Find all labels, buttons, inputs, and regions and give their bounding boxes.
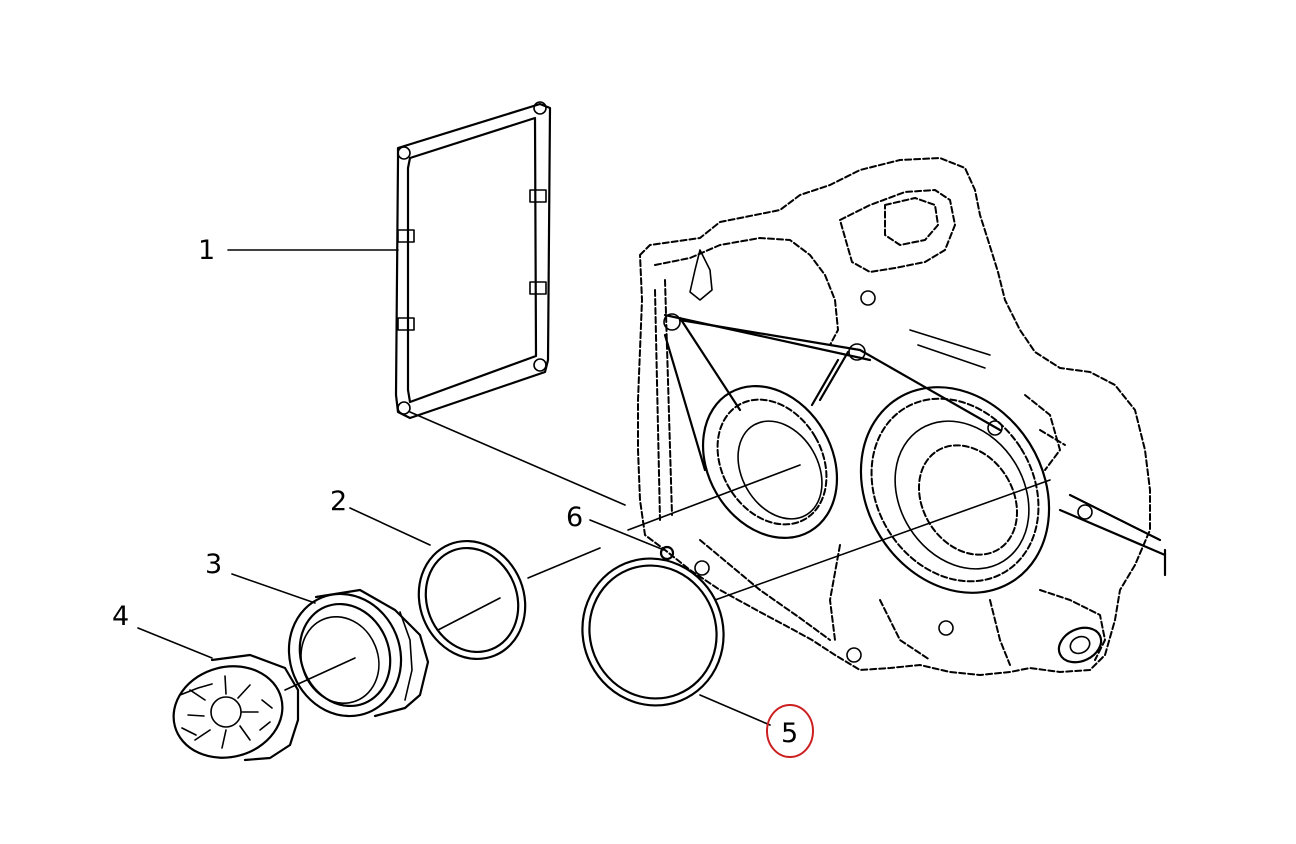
- gear-housing: [637, 157, 1167, 676]
- callout-5: 5: [781, 718, 798, 749]
- assembly-axis-lines: [284, 411, 1051, 691]
- part-5-o-ring: [581, 557, 725, 707]
- callout-3: 3: [205, 549, 222, 580]
- leader-lines: [137, 249, 771, 726]
- part-1-gasket: [394, 101, 552, 420]
- callout-1: 1: [198, 235, 215, 266]
- callout-4: 4: [112, 601, 129, 632]
- part-4-gear: [172, 653, 300, 762]
- part-2-snap-ring: [417, 539, 527, 661]
- callout-6: 6: [566, 502, 583, 533]
- part-6-seal: [659, 545, 675, 561]
- callout-2: 2: [330, 486, 347, 517]
- highlight-circle: [766, 704, 814, 758]
- part-3-bearing: [287, 588, 430, 718]
